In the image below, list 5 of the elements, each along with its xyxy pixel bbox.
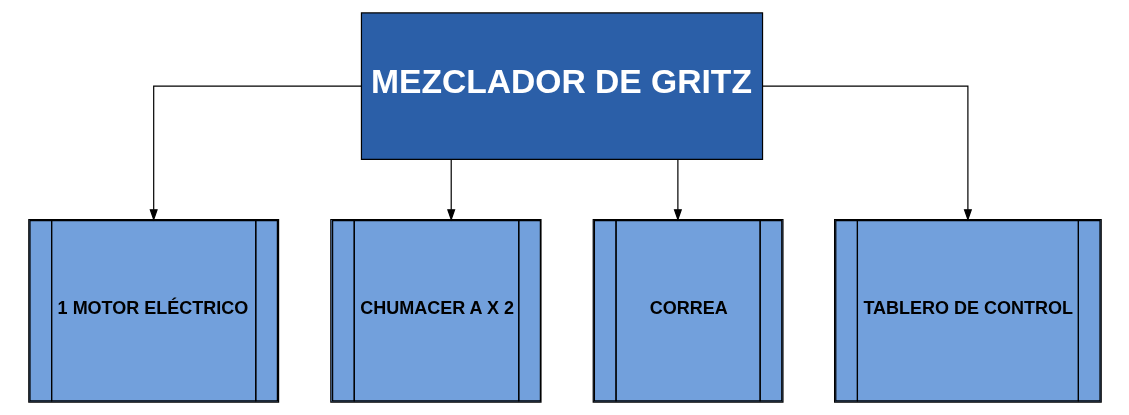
arrow <box>761 85 972 222</box>
arrow <box>149 85 362 222</box>
arrow <box>446 159 455 222</box>
node-box: MEZCLADOR DE GRITZ <box>360 12 763 161</box>
arrow <box>673 159 682 222</box>
